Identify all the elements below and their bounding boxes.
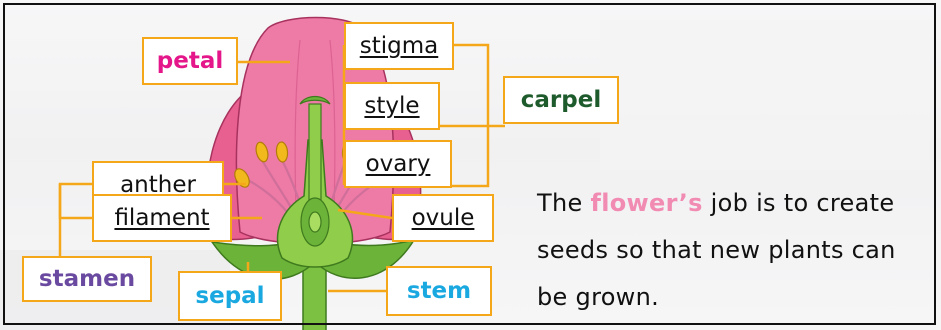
label-petal: petal bbox=[142, 37, 238, 85]
description-highlight: flower’s bbox=[590, 189, 702, 217]
label-sepal: sepal bbox=[178, 271, 282, 321]
label-ovule: ovule bbox=[392, 194, 494, 242]
label-carpel: carpel bbox=[503, 76, 619, 124]
label-stem: stem bbox=[386, 266, 492, 316]
label-ovary: ovary bbox=[344, 140, 452, 188]
description-part1: The bbox=[537, 189, 590, 217]
background-smudge bbox=[600, 20, 930, 170]
label-filament: filament bbox=[92, 194, 232, 242]
ovule-shape bbox=[309, 212, 321, 232]
label-stigma: stigma bbox=[344, 22, 454, 70]
description-text: The flower’s job is to create seeds so t… bbox=[537, 180, 917, 321]
label-style: style bbox=[344, 82, 440, 130]
style-shape bbox=[309, 104, 321, 200]
label-stamen: stamen bbox=[22, 256, 152, 302]
